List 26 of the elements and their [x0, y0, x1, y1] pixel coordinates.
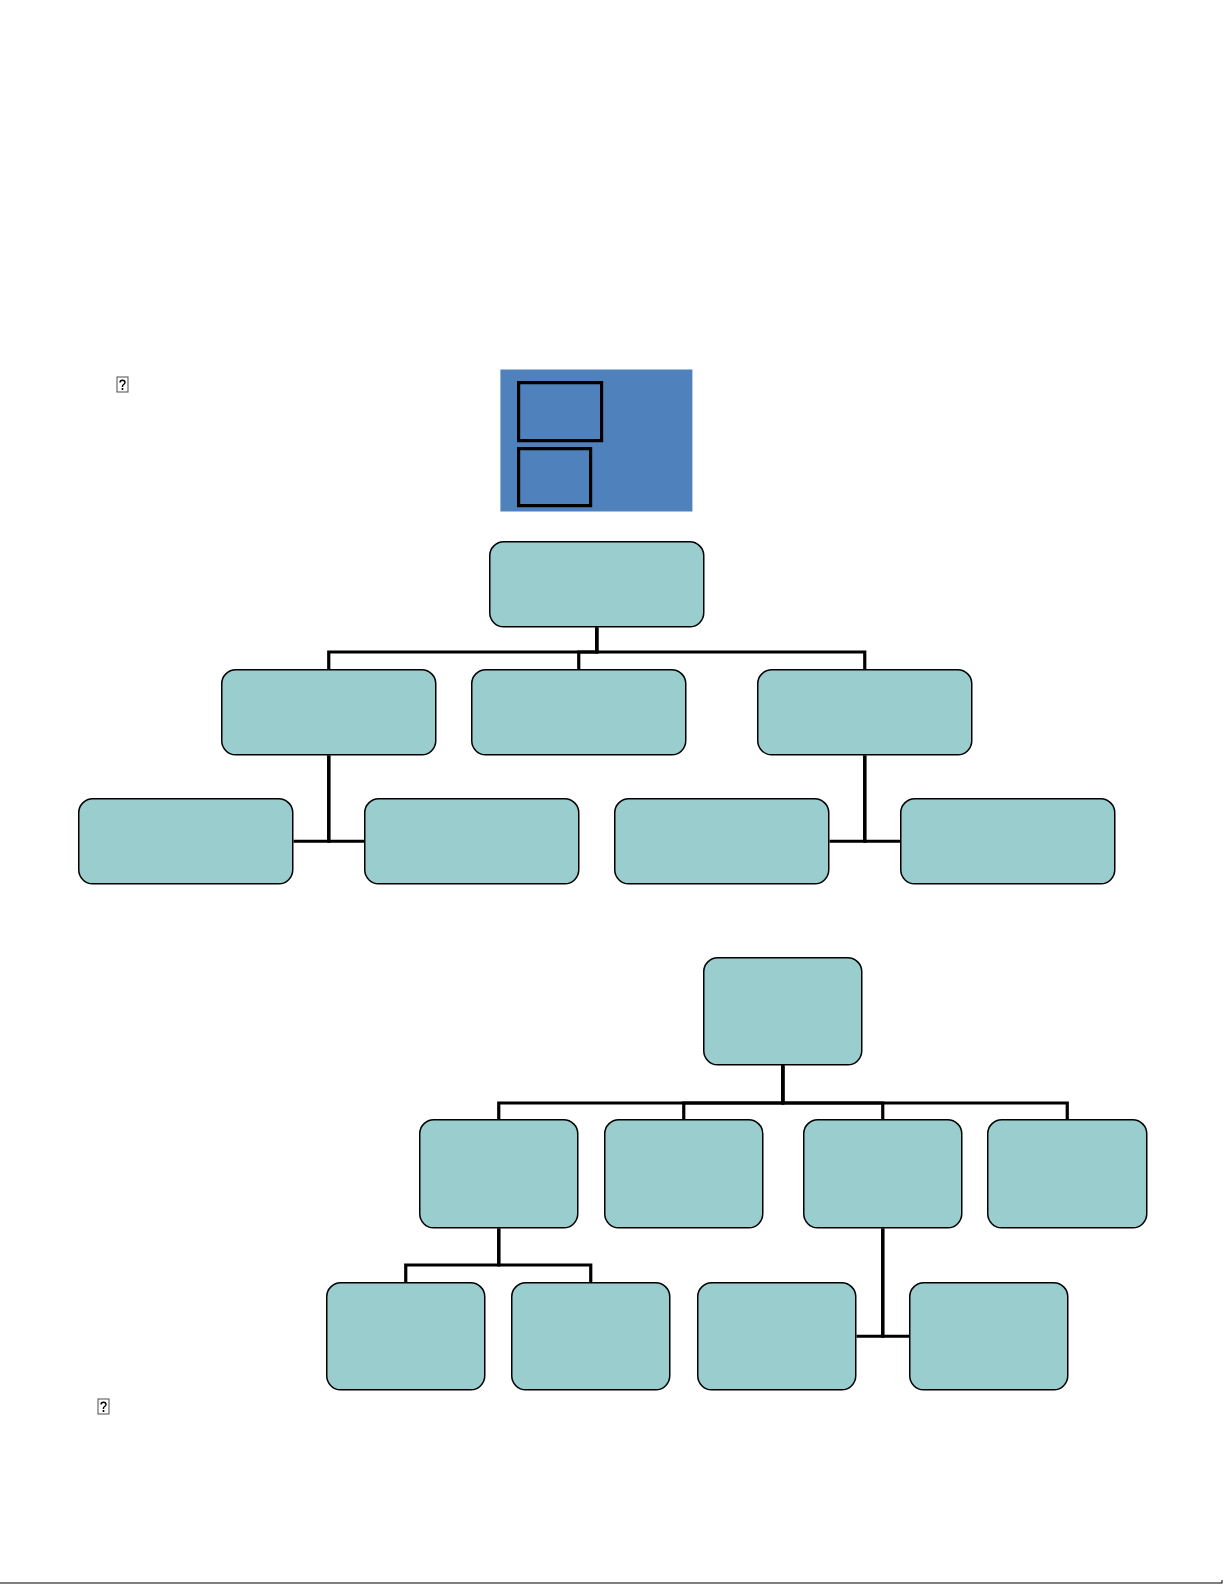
connector-line [781, 1065, 1069, 1119]
panel [500, 369, 693, 512]
org-chart-box [757, 669, 973, 756]
connector-line [595, 627, 867, 669]
connector-line [881, 1228, 909, 1338]
connector-line [863, 755, 900, 843]
org-chart-box [326, 1282, 486, 1391]
outline-box [517, 447, 593, 508]
org-chart-box [614, 798, 830, 885]
connector-line [327, 755, 364, 843]
org-chart-box [803, 1119, 963, 1229]
org-chart-box [900, 798, 1116, 885]
org-chart-box [489, 541, 705, 628]
org-chart-box [987, 1119, 1148, 1229]
org-chart-box [604, 1119, 764, 1229]
org-chart-box [221, 669, 437, 756]
org-chart-box [419, 1119, 579, 1229]
org-chart-box [471, 669, 687, 756]
org-chart-box [909, 1282, 1069, 1391]
org-chart-box [364, 798, 580, 885]
org-chart-box [78, 798, 294, 885]
org-chart-box [511, 1282, 671, 1391]
org-chart-box [703, 957, 863, 1066]
connector-line [497, 1228, 593, 1282]
org-chart-box [697, 1282, 857, 1391]
outline-box [517, 381, 604, 443]
